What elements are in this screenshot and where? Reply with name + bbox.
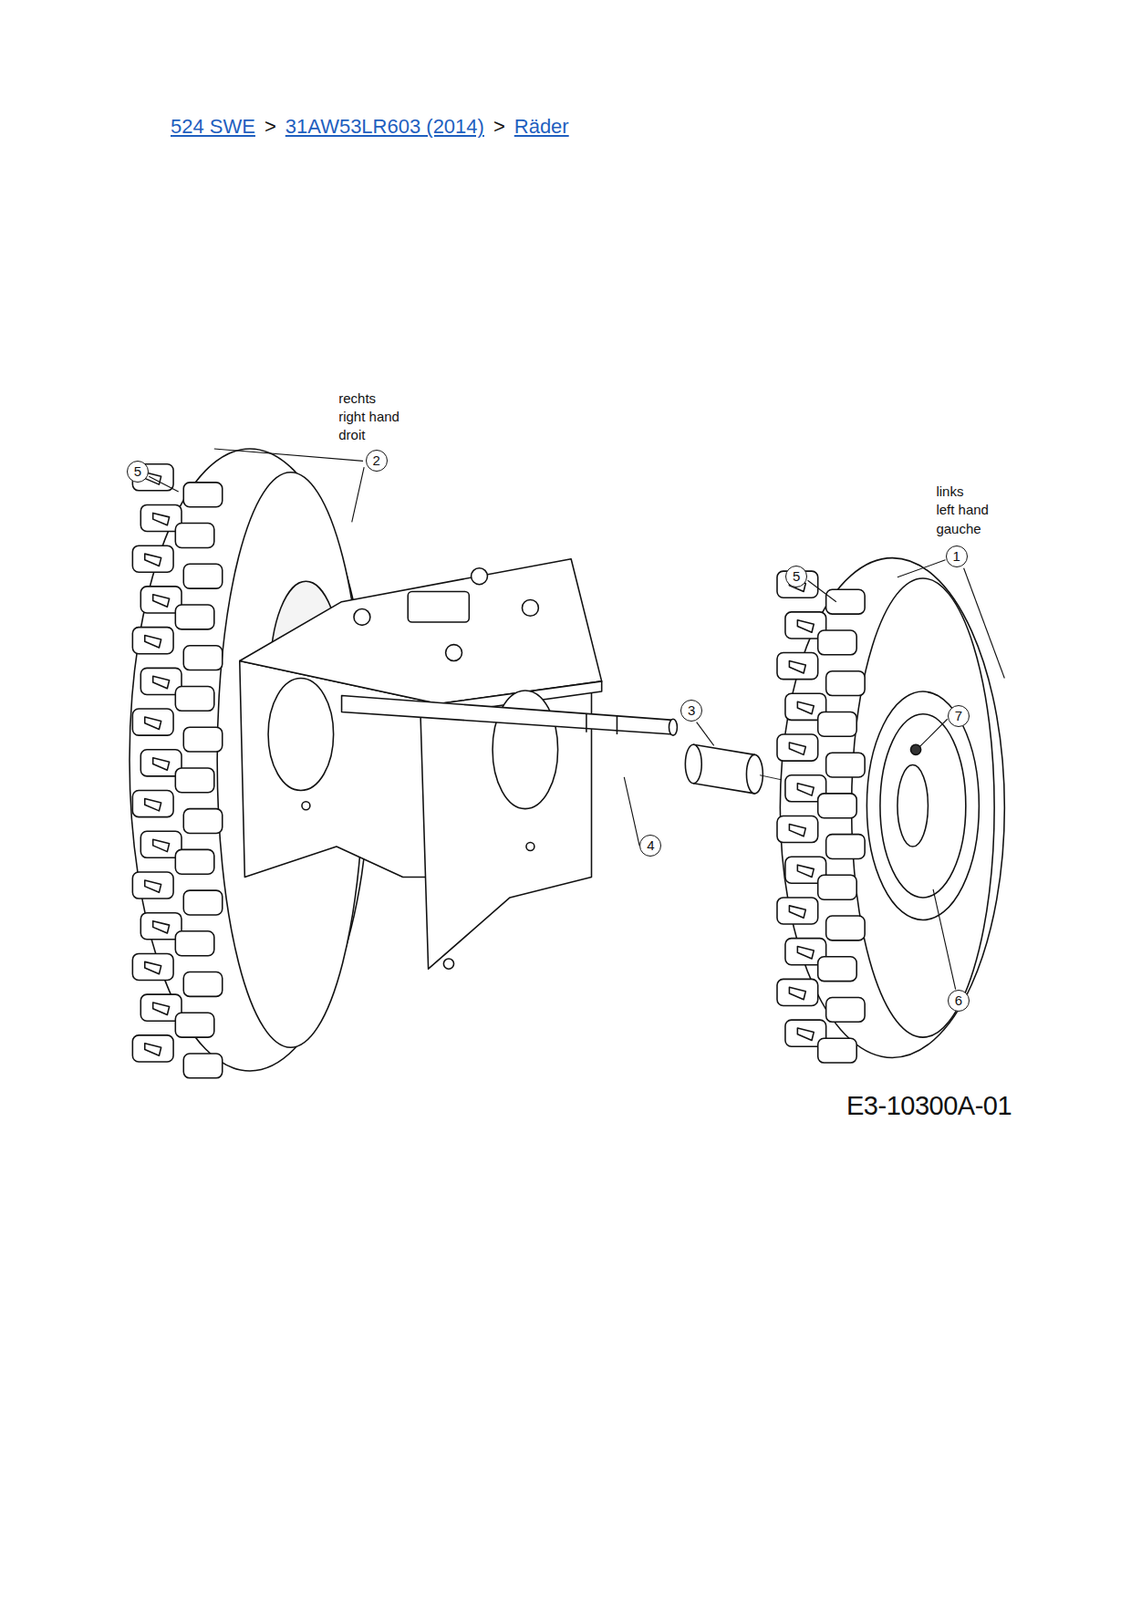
tread-groove xyxy=(145,961,162,974)
tread-groove xyxy=(797,1027,814,1040)
tread-groove xyxy=(145,880,162,893)
tread-lug xyxy=(175,767,214,793)
tread-lug xyxy=(183,482,222,508)
tread-groove xyxy=(153,757,170,770)
tread-lug xyxy=(175,685,214,711)
tread-lug xyxy=(818,711,857,737)
tread-lug xyxy=(132,1035,174,1062)
spacer-tube xyxy=(684,744,763,794)
tread-groove xyxy=(788,986,806,999)
tread-groove xyxy=(153,594,170,607)
figure-ground xyxy=(112,331,1015,1131)
callout-number: 6 xyxy=(947,989,970,1012)
tread-groove xyxy=(153,675,170,688)
tread-lug xyxy=(132,627,174,654)
tread-lug xyxy=(175,604,214,630)
tread-groove xyxy=(153,839,170,851)
tread-groove xyxy=(797,701,814,714)
tread-groove xyxy=(797,946,814,959)
left-hand-wheel xyxy=(777,558,1005,1063)
tread-lug xyxy=(175,523,214,549)
tread-lug xyxy=(175,849,214,874)
tread-groove xyxy=(145,553,162,566)
tread-lug xyxy=(183,563,222,589)
callout-number: 5 xyxy=(785,565,808,588)
callout-number: 7 xyxy=(947,705,970,727)
tread-lug xyxy=(777,897,819,924)
tread-groove xyxy=(145,716,162,729)
side-note: links xyxy=(935,483,964,499)
tread-lug xyxy=(132,871,174,899)
tread-lug xyxy=(826,997,865,1023)
tread-lug xyxy=(818,630,857,655)
tread-lug xyxy=(826,671,865,696)
tread-lug xyxy=(183,890,222,915)
frame xyxy=(239,559,602,969)
axle xyxy=(342,695,678,737)
tread-groove xyxy=(145,1043,162,1056)
tread-lug xyxy=(132,953,174,980)
tread-groove xyxy=(153,512,170,525)
tread-groove xyxy=(797,864,814,877)
side-note: droit xyxy=(338,426,365,443)
side-note: gauche xyxy=(935,520,981,537)
breadcrumb-link: 524 SWE xyxy=(170,114,256,138)
tread-lug xyxy=(183,645,222,671)
tread-groove xyxy=(153,921,170,934)
tread-lug xyxy=(826,589,865,614)
tread-lug xyxy=(777,653,819,680)
callout-number: 1 xyxy=(945,545,968,568)
tread-groove xyxy=(788,661,806,674)
figure-code: E3-10300A-01 xyxy=(846,1090,1012,1121)
tread-lug xyxy=(777,978,819,1006)
side-note: left hand xyxy=(935,501,989,518)
tread-lug xyxy=(132,708,174,736)
breadcrumb-separator: > xyxy=(264,114,277,138)
callout-number: 4 xyxy=(639,834,662,857)
tread-groove xyxy=(797,783,814,796)
tread-lug xyxy=(183,809,222,834)
tread-lug xyxy=(183,726,222,752)
tread-lug xyxy=(175,931,214,956)
breadcrumb-link: Räder xyxy=(514,114,570,138)
tread-lug xyxy=(818,956,857,982)
tread-lug xyxy=(818,793,857,819)
tread-lug xyxy=(826,834,865,860)
tread-lug xyxy=(818,1037,857,1063)
tread-lug xyxy=(183,972,222,997)
tread-groove xyxy=(797,620,814,633)
tread-lug xyxy=(183,1053,222,1079)
tread-lug xyxy=(818,874,857,900)
callout-number: 2 xyxy=(365,449,388,472)
tread-groove xyxy=(788,742,806,755)
callout-number: 3 xyxy=(680,699,703,722)
tread-groove xyxy=(145,635,162,648)
side-note: right hand xyxy=(338,408,400,425)
tread-lug xyxy=(132,790,174,818)
leader-lines xyxy=(148,448,1005,990)
tread-groove xyxy=(788,905,806,918)
side-note: rechts xyxy=(338,390,376,406)
tread-groove xyxy=(153,1002,170,1015)
tread-lug xyxy=(826,915,865,941)
tread-lug xyxy=(777,734,819,761)
callout-number: 5 xyxy=(126,460,149,483)
tread-groove xyxy=(145,798,162,810)
tread-groove xyxy=(788,823,806,836)
tread-lug xyxy=(826,752,865,778)
tread-lug xyxy=(777,815,819,842)
tread-lug xyxy=(132,545,174,572)
breadcrumb-separator: > xyxy=(493,114,506,138)
breadcrumb-link: 31AW53LR603 (2014) xyxy=(285,114,485,138)
tread-lug xyxy=(175,1012,214,1038)
